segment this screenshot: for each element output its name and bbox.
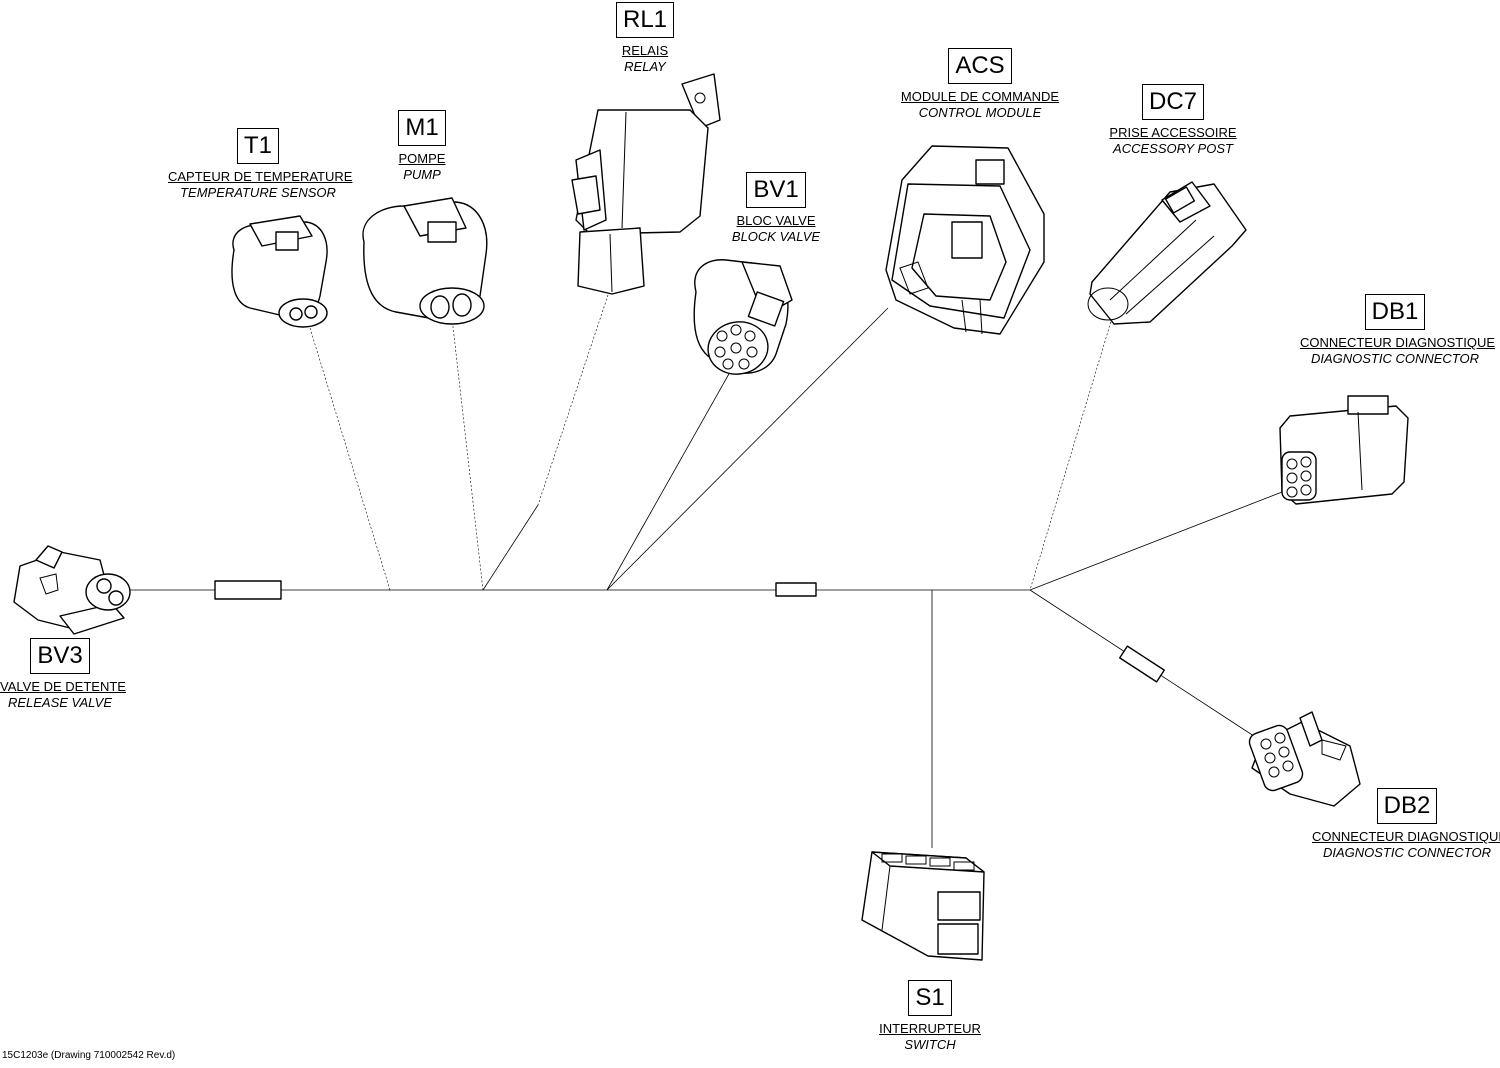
harness-sleeve-center xyxy=(775,582,817,597)
component-name-fr: POMPE xyxy=(398,151,446,166)
rl1-relay-drawing xyxy=(571,73,721,295)
component-name-fr: PRISE ACCESSOIRE xyxy=(1109,125,1237,140)
harness-trunk xyxy=(128,491,1283,848)
component-code: BV1 xyxy=(746,172,806,208)
component-code: ACS xyxy=(948,48,1012,84)
leader-lines xyxy=(309,294,1113,591)
component-name-en: DIAGNOSTIC CONNECTOR xyxy=(1310,351,1480,366)
component-name-en: TEMPERATURE SENSOR xyxy=(180,185,336,200)
label-bv3: BV3 VALVE DE DETENTE RELEASE VALVE xyxy=(0,638,126,711)
component-name-en: BLOCK VALVE xyxy=(731,229,821,244)
component-name-en: CONTROL MODULE xyxy=(918,105,1042,120)
db2-connector-drawing xyxy=(1248,711,1361,807)
label-s1: S1 INTERRUPTEUR SWITCH xyxy=(870,980,990,1053)
label-bv1: BV1 BLOC VALVE BLOCK VALVE xyxy=(716,172,836,245)
m1-connector-drawing xyxy=(362,197,488,325)
component-code: DC7 xyxy=(1141,84,1204,120)
label-rl1: RL1 RELAIS RELAY xyxy=(585,2,705,75)
component-name-fr: BLOC VALVE xyxy=(736,213,816,228)
drawing-reference: 15C1203e (Drawing 710002542 Rev.d) xyxy=(2,1050,176,1061)
component-name-en: DIAGNOSTIC CONNECTOR xyxy=(1322,845,1492,860)
bv3-connector-drawing xyxy=(13,545,131,635)
db1-connector-drawing xyxy=(1279,395,1409,505)
label-t1: T1 CAPTEUR DE TEMPERATURE TEMPERATURE SE… xyxy=(168,128,353,201)
component-code: BV3 xyxy=(30,638,90,674)
harness-sleeve-db2 xyxy=(1119,645,1165,683)
component-code: T1 xyxy=(236,128,279,164)
component-code: DB1 xyxy=(1364,294,1426,330)
label-db2: DB2 CONNECTEUR DIAGNOSTIQUE DIAGNOSTIC C… xyxy=(1312,788,1500,861)
component-code: S1 xyxy=(908,980,952,1016)
component-name-fr: CONNECTEUR DIAGNOSTIQUE xyxy=(1300,335,1496,350)
component-name-en: ACCESSORY POST xyxy=(1113,141,1233,156)
component-name-en: RELAY xyxy=(624,59,666,74)
harness-sleeve-left xyxy=(214,580,282,600)
label-acs: ACS MODULE DE COMMANDE CONTROL MODULE xyxy=(890,48,1070,121)
component-name-fr: CONNECTEUR DIAGNOSTIQUE xyxy=(1312,829,1500,844)
label-m1: M1 POMPE PUMP xyxy=(362,110,482,183)
t1-connector-drawing xyxy=(231,215,328,328)
component-code: M1 xyxy=(398,110,446,146)
component-name-en: PUMP xyxy=(403,167,441,182)
component-code: RL1 xyxy=(615,2,675,38)
component-name-fr: MODULE DE COMMANDE xyxy=(900,89,1060,104)
label-dc7: DC7 PRISE ACCESSOIRE ACCESSORY POST xyxy=(1098,84,1248,157)
component-name-fr: INTERRUPTEUR xyxy=(879,1021,981,1036)
dc7-connector-drawing xyxy=(1087,181,1247,325)
s1-switch-drawing xyxy=(861,851,985,961)
component-name-en: RELEASE VALVE xyxy=(7,695,113,710)
component-name-fr: RELAIS xyxy=(621,43,669,58)
component-code: DB2 xyxy=(1376,788,1438,824)
component-name-en: SWITCH xyxy=(904,1037,956,1052)
bv1-connector-drawing xyxy=(693,259,793,375)
label-db1: DB1 CONNECTEUR DIAGNOSTIQUE DIAGNOSTIC C… xyxy=(1300,294,1496,367)
component-name-fr: CAPTEUR DE TEMPERATURE xyxy=(168,169,353,184)
component-name-fr: VALVE DE DETENTE xyxy=(0,679,126,694)
acs-connector-drawing xyxy=(885,145,1045,335)
